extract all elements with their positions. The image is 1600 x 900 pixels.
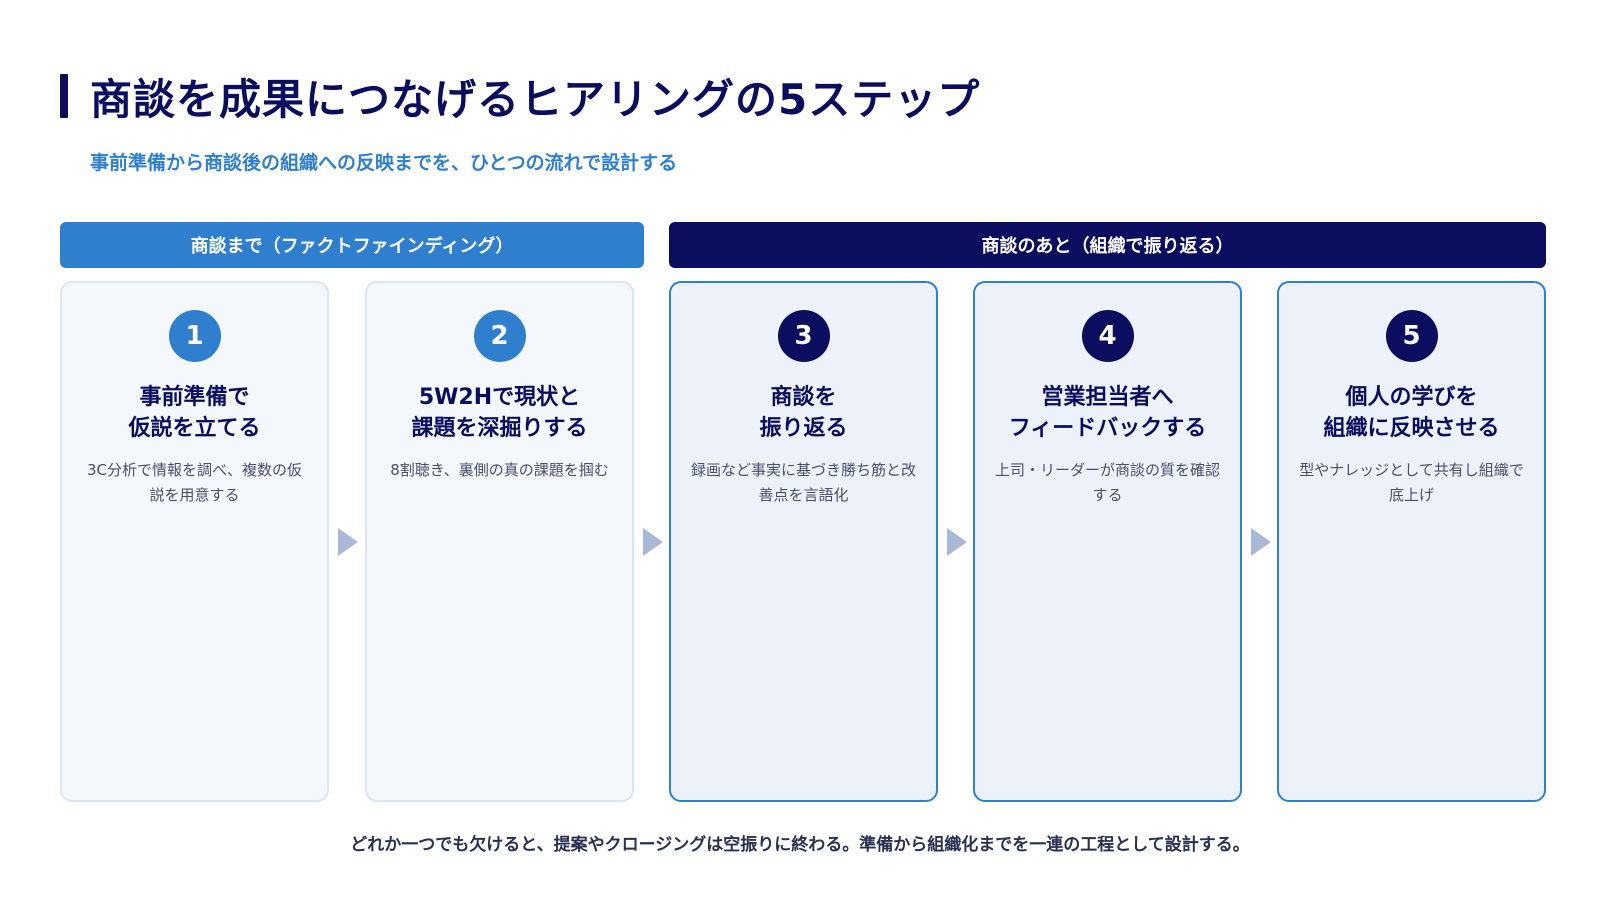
arrow-right-icon [947,528,967,556]
title-accent-bar [60,74,68,118]
step-number-badge: 2 [473,310,526,362]
step-description: 8割聴き、裏側の真の課題を掴む [390,461,609,479]
step-description: 上司・リーダーが商談の質を確認する [994,461,1220,504]
step-description: 3C分析で情報を調べ、複数の仮説を用意する [86,461,303,504]
page-subtitle: 事前準備から商談後の組織への反映までを、ひとつの流れで設計する [90,152,678,174]
step-number-badge: 1 [168,310,221,362]
arrow-right-icon [338,528,358,556]
step-number-badge: 4 [1081,310,1134,362]
footer-note: どれか一つでも欠けると、提案やクロージングは空振りに終わる。準備から組織化までを… [350,835,1250,855]
step-number-badge: 3 [777,310,830,362]
step-card-5: 5 個人の学びを 組織に反映させる 型やナレッジとして共有し組織で底上げ [1277,281,1546,802]
step-title-line: 個人の学びを [1345,385,1478,410]
step-title: 事前準備で 仮説を立てる [70,382,320,444]
step-title-line: 課題を深掘りする [411,416,588,441]
step-title: 5W2Hで現状と 課題を深掘りする [375,382,625,444]
phase-before-header: 商談まで（ファクトファインディング） [60,222,644,268]
step-card-3: 3 商談を 振り返る 録画など事実に基づき勝ち筋と改善点を言語化 [669,281,938,802]
step-title-line: 営業担当者へ [1041,385,1174,410]
step-number-badge: 5 [1385,310,1438,362]
title-area: 商談を成果につなげるヒアリングの5ステップ [60,70,980,124]
step-card-2: 2 5W2Hで現状と 課題を深掘りする 8割聴き、裏側の真の課題を掴む [365,281,634,802]
step-card-4: 4 営業担当者へ フィードバックする 上司・リーダーが商談の質を確認する [973,281,1242,802]
step-title-line: 事前準備で [139,385,250,410]
step-description: 型やナレッジとして共有し組織で底上げ [1299,461,1524,504]
step-card-1: 1 事前準備で 仮説を立てる 3C分析で情報を調べ、複数の仮説を用意する [60,281,329,802]
step-title: 営業担当者へ フィードバックする [983,382,1233,444]
step-title-line: 商談を [770,385,837,410]
arrow-right-icon [643,528,663,556]
step-title: 個人の学びを 組織に反映させる [1287,382,1537,444]
step-title-line: 仮説を立てる [128,416,261,441]
page-title: 商談を成果につなげるヒアリングの5ステップ [90,74,981,124]
step-title-line: 振り返る [759,416,848,441]
arrow-right-icon [1251,528,1271,556]
step-title-line: 組織に反映させる [1323,416,1500,441]
step-title: 商談を 振り返る [679,382,929,444]
step-description: 録画など事実に基づき勝ち筋と改善点を言語化 [690,461,916,504]
step-title-line: フィードバックする [1008,416,1207,441]
step-title-line: 5W2Hで現状と [418,385,581,410]
phase-after-header: 商談のあと（組織で振り返る） [669,222,1546,268]
